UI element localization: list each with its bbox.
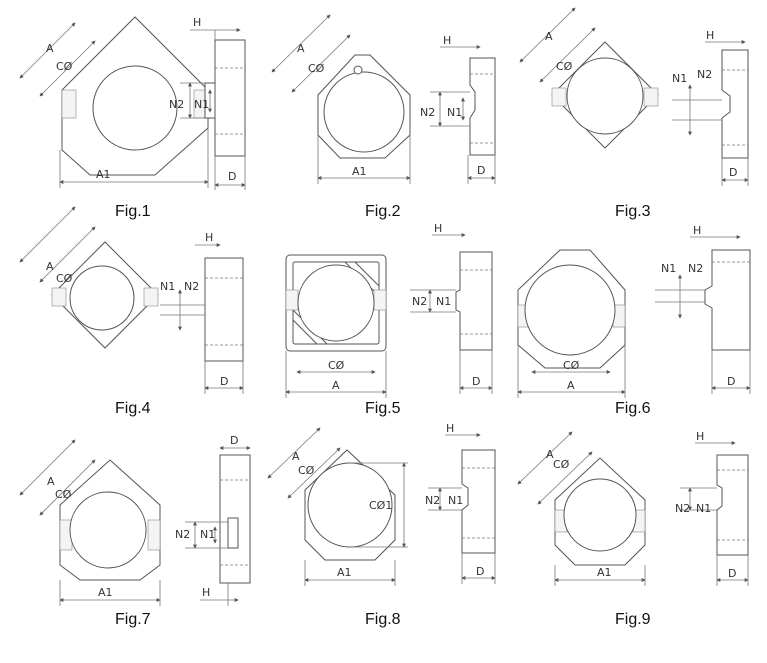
fig4-dim-h: H (205, 231, 213, 244)
fig8-caption: Fig.8 (365, 611, 401, 628)
fig9-dim-d: D (728, 567, 736, 580)
fig5-caption: Fig.5 (365, 400, 401, 417)
fig9-dim-n2: N2 (675, 502, 690, 515)
fig3-front-view: A CØ (519, 7, 659, 149)
fig3-dim-d: D (729, 166, 737, 179)
fig9-side-view: H N2 N1 D (675, 430, 749, 586)
fig3-dim-h: H (706, 29, 714, 42)
fig4-side-view: H N1 N2 D (160, 231, 244, 394)
fig5-front-view: CØ A (285, 254, 387, 398)
fig6-dim-h: H (693, 224, 701, 237)
fig6-dim-d: D (727, 375, 735, 388)
fig1-dim-n1: N1 (194, 98, 209, 111)
fig2-side-view: H N2 N1 D (420, 34, 496, 184)
fig4-dim-d: D (220, 375, 228, 388)
fig9-dim-a: A (546, 448, 554, 461)
fig8-front-view: A CØ CØ1 A1 (267, 427, 408, 586)
fig4-dim-c: CØ (56, 272, 73, 285)
fig8-dim-c: CØ (298, 464, 315, 477)
fig1-dim-c: CØ (56, 60, 73, 73)
fig3-dim-n2: N2 (697, 68, 712, 81)
fig1-front-view: A CØ A1 (19, 16, 209, 188)
fig5-dim-d: D (472, 375, 480, 388)
fig2-dim-c: CØ (308, 62, 325, 75)
fig5-dim-n2: N2 (412, 295, 427, 308)
fig8-dim-n2: N2 (425, 494, 440, 507)
fig4-caption: Fig.4 (115, 400, 151, 417)
fig2-front-view: A CØ A1 (271, 14, 411, 184)
fig8-dim-c1: CØ1 (369, 499, 392, 512)
fig6-dim-a: A (567, 379, 575, 392)
fig3-caption: Fig.3 (615, 203, 651, 220)
fig2-dim-n2: N2 (420, 106, 435, 119)
fig8-dim-h: H (446, 422, 454, 435)
fig9-dim-h: H (696, 430, 704, 443)
fig7-side-view: D N2 N1 H (175, 434, 251, 606)
fig8-side-view: H N2 N1 D (425, 422, 496, 584)
fig9-dim-a1: A1 (597, 566, 612, 579)
fig1-dim-a: A (46, 42, 54, 55)
fig7-dim-d: D (230, 434, 238, 447)
fig7-dim-a: A (47, 475, 55, 488)
fig2-dim-d: D (477, 164, 485, 177)
fig7-front-view: A CØ A1 (19, 439, 161, 606)
fig9-dim-n1: N1 (696, 502, 711, 515)
fig6-side-view: H N1 N2 D (655, 224, 751, 394)
fig5-dim-h: H (434, 222, 442, 235)
fig6-dim-n1: N1 (661, 262, 676, 275)
fig1-side-view: H N2 N1 D (169, 16, 246, 190)
fig2-dim-a: A (297, 42, 305, 55)
fig3-dim-c: CØ (556, 60, 573, 73)
fig6-caption: Fig.6 (615, 400, 651, 417)
fig7-dim-n2: N2 (175, 528, 190, 541)
fig7-dim-h: H (202, 586, 210, 599)
fig8-dim-a1: A1 (337, 566, 352, 579)
fig1-dim-n2: N2 (169, 98, 184, 111)
fig3-dim-n1: N1 (672, 72, 687, 85)
fig9-dim-c: CØ (553, 458, 570, 471)
fig2-dim-h: H (443, 34, 451, 47)
fig6-dim-c: CØ (563, 359, 580, 372)
fig1-caption: Fig.1 (115, 203, 151, 220)
fig7-dim-n1: N1 (200, 528, 215, 541)
fig6-front-view: CØ A (517, 249, 626, 398)
fig4-dim-n2: N2 (184, 280, 199, 293)
fig3-side-view: H N1 N2 D (672, 29, 749, 186)
fig7-caption: Fig.7 (115, 611, 151, 628)
fig4-front-view: A CØ (19, 206, 159, 349)
fig1-dim-h: H (193, 16, 201, 29)
fig2-dim-n1: N1 (447, 106, 462, 119)
fig7-dim-c: CØ (55, 488, 72, 501)
fig5-dim-c: CØ (328, 359, 345, 372)
fig5-dim-n1: N1 (436, 295, 451, 308)
fig3-dim-a: A (545, 30, 553, 43)
fig8-dim-n1: N1 (448, 494, 463, 507)
fig1-dim-d: D (228, 170, 236, 183)
fig4-dim-n1: N1 (160, 280, 175, 293)
fig9-front-view: A CØ A1 (517, 431, 646, 586)
fig6-dim-n2: N2 (688, 262, 703, 275)
fig2-caption: Fig.2 (365, 203, 401, 220)
fig9-caption: Fig.9 (615, 611, 651, 628)
fig8-dim-a: A (292, 450, 300, 463)
fig4-dim-a: A (46, 260, 54, 273)
fig5-side-view: H N2 N1 D (410, 222, 493, 394)
fig1-dim-a1: A1 (96, 168, 111, 181)
fig7-dim-a1: A1 (98, 586, 113, 599)
fig8-dim-d: D (476, 565, 484, 578)
fig2-dim-a1: A1 (352, 165, 367, 178)
fig5-dim-a: A (332, 379, 340, 392)
